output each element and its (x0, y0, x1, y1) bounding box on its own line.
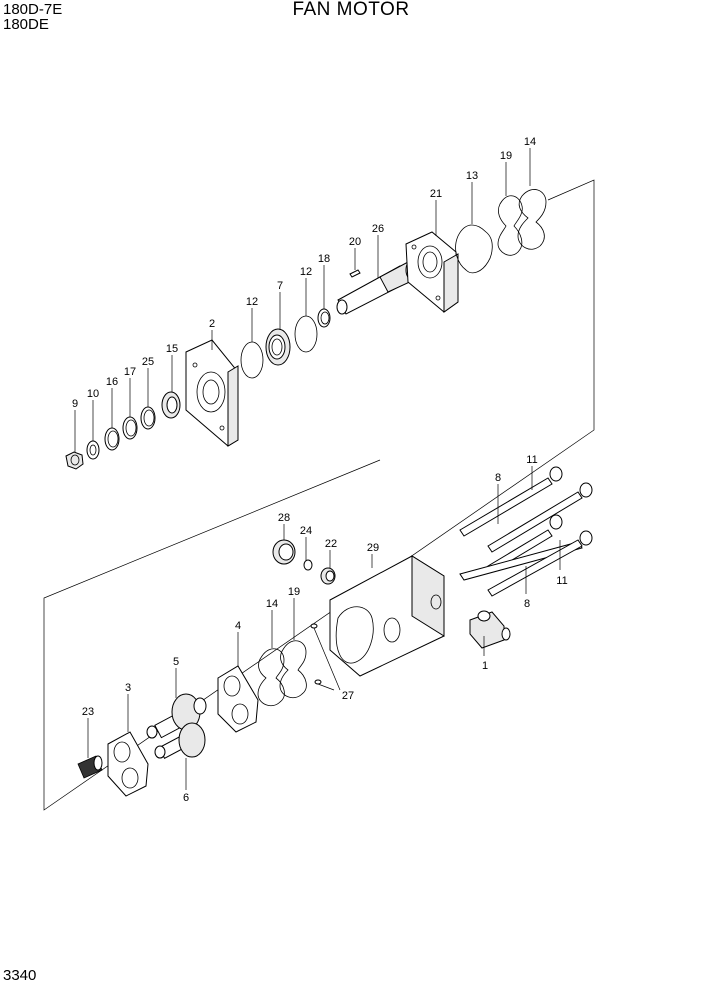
model-number-secondary: 180DE (3, 16, 49, 33)
callout-24: 24 (300, 525, 312, 537)
callout-7: 7 (277, 280, 283, 292)
callout-12-right: 12 (300, 266, 312, 278)
callout-15: 15 (166, 343, 178, 355)
callout-26: 26 (372, 223, 384, 235)
callout-28: 28 (278, 512, 290, 524)
part-ring-16 (104, 427, 120, 451)
callout-21: 21 (430, 188, 442, 200)
callout-3: 3 (125, 682, 131, 694)
part-snap-ring (317, 308, 331, 328)
callout-8-lower: 8 (524, 598, 530, 610)
part-oil-seal (161, 391, 181, 419)
part-bushing-block (217, 665, 259, 733)
callout-27: 27 (342, 690, 354, 702)
callout-1: 1 (482, 660, 488, 672)
callout-14-lower: 14 (266, 598, 278, 610)
part-motor-body (329, 555, 445, 677)
part-key (349, 269, 361, 278)
part-flange-cover (405, 231, 459, 313)
callout-17: 17 (124, 366, 136, 378)
part-bolt-long-3 (487, 514, 563, 573)
callout-14-upper: 14 (524, 136, 536, 148)
part-coupling (77, 755, 103, 779)
callout-16: 16 (106, 376, 118, 388)
callout-11-lower: 11 (556, 575, 567, 587)
callout-20: 20 (349, 236, 361, 248)
callout-5: 5 (173, 656, 179, 668)
part-bolt-long-4 (459, 530, 593, 581)
callout-29: 29 (367, 542, 379, 554)
callout-9: 9 (72, 398, 78, 410)
part-seal-frame-lower (257, 648, 285, 707)
part-ring-25 (140, 406, 156, 430)
part-drive-shaft (336, 260, 417, 315)
model-number-primary: 180D-7E (3, 1, 63, 18)
part-plug-small (320, 567, 336, 585)
callout-10: 10 (87, 388, 99, 400)
callout-23: 23 (82, 706, 94, 718)
page-title: FAN MOTOR (292, 0, 410, 20)
callout-19-upper: 19 (500, 150, 512, 162)
part-bolt-long-5 (487, 539, 583, 597)
callout-13: 13 (466, 170, 478, 182)
callout-8-upper: 8 (495, 472, 501, 484)
part-relief-valve (469, 610, 511, 649)
page-number: 3340 (3, 967, 37, 984)
part-bushing-block-front (107, 731, 149, 797)
leader-lines (74, 148, 561, 790)
part-gasket (455, 224, 493, 274)
part-drive-gear (146, 693, 207, 739)
part-front-cover (185, 339, 239, 447)
part-o-ring-left (240, 341, 264, 379)
part-seal-figure8-lower (279, 640, 307, 699)
callout-19-lower: 19 (288, 586, 300, 598)
part-bolt-long-2 (487, 482, 593, 553)
part-seal-figure8-upper (497, 195, 523, 256)
callout-22: 22 (325, 538, 337, 550)
part-driven-gear (154, 722, 206, 760)
callout-11-upper: 11 (526, 454, 537, 466)
part-washer (86, 440, 100, 460)
callout-6: 6 (183, 792, 189, 804)
part-bearing (265, 328, 291, 366)
callout-12-left: 12 (246, 296, 258, 308)
part-small-o-ring (303, 559, 313, 571)
part-ring-17 (122, 416, 138, 440)
assembly-boundary (43, 179, 595, 811)
part-bolt-long-1 (459, 466, 563, 537)
callout-18: 18 (318, 253, 330, 265)
part-o-ring-right (294, 315, 318, 353)
part-nut (65, 451, 84, 470)
callout-labels: 9 10 16 17 25 15 2 12 7 12 18 20 26 21 1… (72, 136, 568, 804)
part-seal-frame-upper (517, 189, 547, 250)
callout-2: 2 (209, 318, 215, 330)
part-plug (272, 539, 296, 565)
callout-25: 25 (142, 356, 154, 368)
callout-4: 4 (235, 620, 241, 632)
